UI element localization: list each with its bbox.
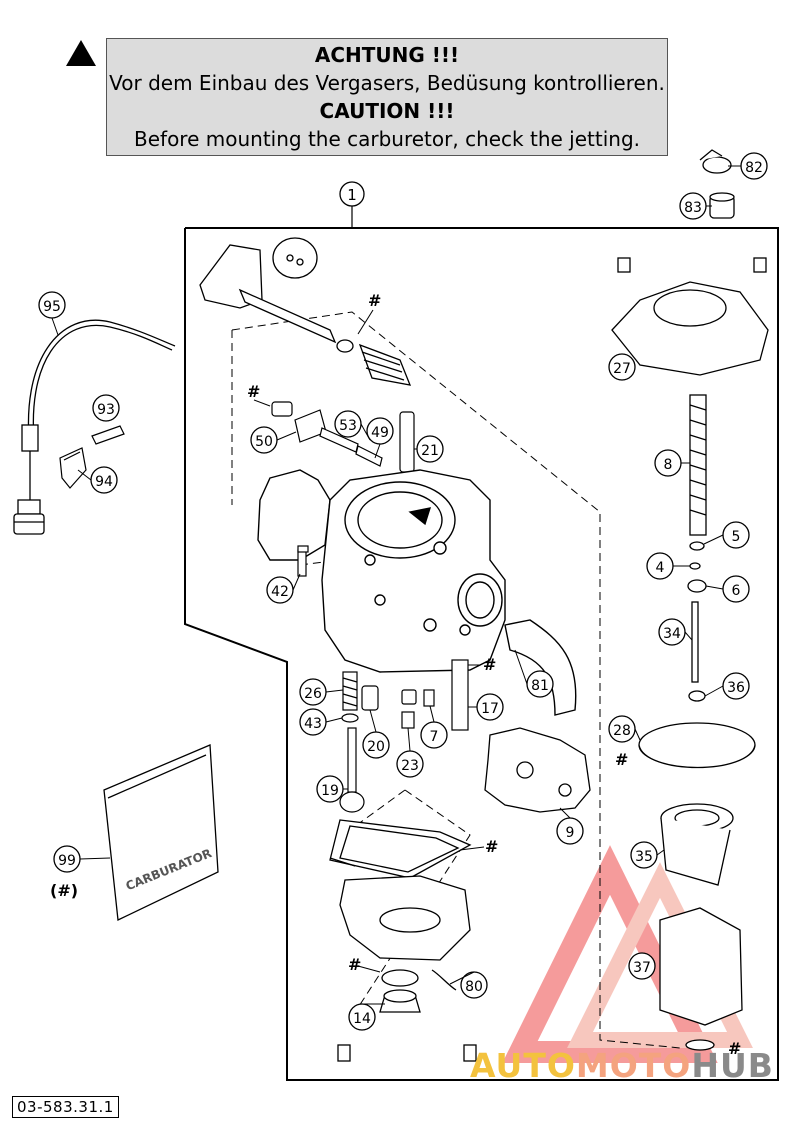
svg-text:34: 34 [663,626,681,642]
svg-text:17: 17 [481,701,499,717]
svg-text:50: 50 [255,434,273,450]
svg-text:14: 14 [353,1011,371,1027]
hash-mark: # [485,837,498,856]
part-float-bowl [329,819,477,1062]
callout-9: 9 [556,817,584,845]
callout-53: 53 [334,410,362,438]
callout-23: 23 [396,750,424,778]
svg-text:5: 5 [732,529,741,545]
svg-text:1: 1 [347,186,357,204]
svg-text:81: 81 [531,678,549,694]
svg-text:9: 9 [566,825,575,841]
part-jets-50-53-49 [271,401,415,473]
svg-text:99: 99 [58,853,76,869]
callout-83: 83 [679,192,707,220]
warning-triangle-icon [66,40,96,66]
callouts: 1 82 83 95 93 94 27 53 49 50 21 8 5 4 6 … [38,152,768,1031]
callout-50: 50 [250,426,278,454]
svg-text:7: 7 [430,729,439,745]
callout-93: 93 [92,394,120,422]
hash-mark: # [348,955,361,974]
hash-mark: # [483,655,496,674]
svg-text:35: 35 [635,849,653,865]
svg-text:28: 28 [613,723,631,739]
callout-19: 19 [316,775,344,803]
svg-text:82: 82 [745,160,763,176]
svg-text:26: 26 [304,686,322,702]
callout-17: 17 [476,693,504,721]
svg-text:37: 37 [633,960,651,976]
watermark-brand: AUTOMOTOHUB [470,1046,774,1085]
document-code: 03-583.31.1 [12,1096,119,1118]
callout-20: 20 [362,731,390,759]
notice-text-de: Vor dem Einbau des Vergasers, Bedüsung k… [109,71,665,95]
svg-text:42: 42 [271,584,289,600]
callout-81: 81 [526,670,554,698]
callout-42: 42 [266,576,294,604]
part-small-jets-screws [297,545,469,813]
part-95-cable [13,319,176,535]
hash-marks: # # # # # # # (#) [50,291,741,1058]
callout-95: 95 [38,291,66,319]
callout-36: 36 [722,672,750,700]
callout-8: 8 [654,449,682,477]
svg-text:83: 83 [684,200,702,216]
part-82-83 [699,149,735,219]
part-9-accelerator-housing [484,727,591,813]
callout-1: 1 [339,181,365,207]
svg-text:43: 43 [304,716,322,732]
caution-notice: ACHTUNG !!! Vor dem Einbau des Vergasers… [106,38,668,156]
notice-heading-en: CAUTION !!! [319,99,455,123]
svg-text:94: 94 [95,474,113,490]
hash-mark-paren: (#) [50,881,78,900]
svg-text:53: 53 [339,418,357,434]
callout-49: 49 [366,417,394,445]
callout-35: 35 [630,841,658,869]
callout-26: 26 [299,678,327,706]
part-slide-assembly [611,257,769,1051]
hash-mark: # [728,1039,741,1058]
callout-21: 21 [416,435,444,463]
assembly-frame [184,227,779,1081]
callout-28: 28 [608,715,636,743]
part-throttle-plate-assembly [199,237,412,386]
callout-94: 94 [90,466,118,494]
callout-37: 37 [628,952,656,980]
svg-text:21: 21 [421,443,439,459]
svg-text:93: 93 [97,402,115,418]
svg-text:23: 23 [401,758,419,774]
callout-6: 6 [722,575,750,603]
svg-text:20: 20 [367,739,385,755]
svg-text:80: 80 [465,979,483,995]
svg-text:4: 4 [656,560,665,576]
notice-heading-de: ACHTUNG !!! [314,43,460,67]
notice-text-en: Before mounting the carburetor, check th… [134,127,640,151]
svg-text:27: 27 [613,361,631,377]
callout-27: 27 [608,353,636,381]
hash-mark: # [247,382,260,401]
callout-43: 43 [299,708,327,736]
callout-14: 14 [348,1003,376,1031]
callout-80: 80 [460,971,488,999]
callout-34: 34 [658,618,686,646]
callout-99: 99 [53,845,81,873]
part-93-94-screw-bracket [59,425,125,489]
part-99-jet-packet: CARBURATOR [103,744,219,921]
svg-text:8: 8 [664,457,673,473]
svg-text:19: 19 [321,783,339,799]
hash-mark: # [615,750,628,769]
svg-text:49: 49 [371,425,389,441]
hash-mark: # [368,291,381,310]
svg-text:6: 6 [732,583,741,599]
part-carburetor-body [257,469,577,716]
callout-4: 4 [646,552,674,580]
callout-82: 82 [740,152,768,180]
leader-lines [51,165,741,1005]
callout-5: 5 [722,521,750,549]
svg-text:36: 36 [727,680,745,696]
svg-text:95: 95 [43,299,61,315]
callout-7: 7 [420,721,448,749]
